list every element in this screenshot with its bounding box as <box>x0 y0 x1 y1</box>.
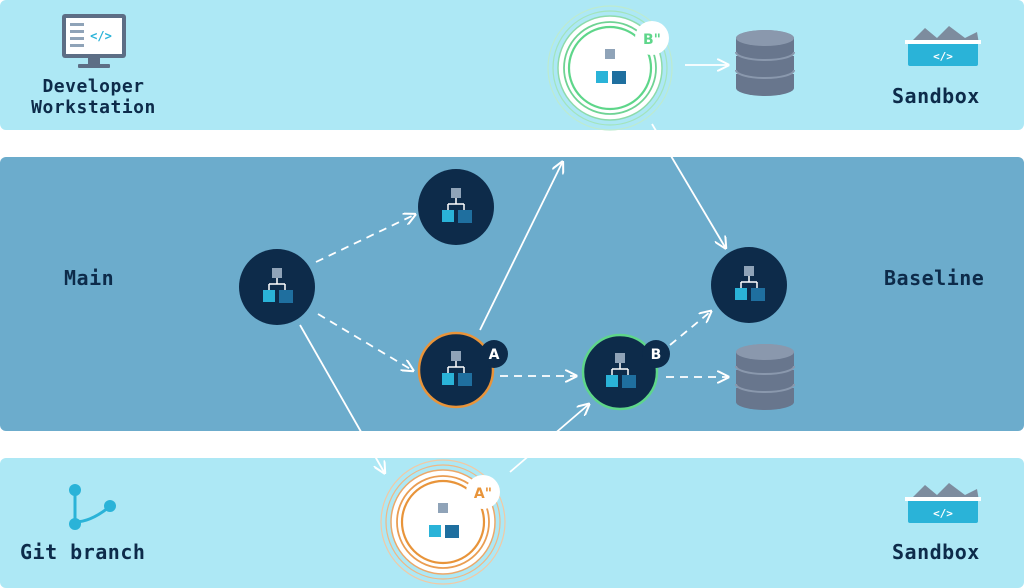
main-node <box>239 249 315 325</box>
branch-node <box>418 169 494 245</box>
baseline-label: Baseline <box>884 266 985 290</box>
computer-code-icon: </> <box>62 14 126 68</box>
sandbox-code-icon <box>905 483 981 523</box>
main-baseline-band <box>0 157 1024 431</box>
developer-workstation-label: Developer Workstation <box>31 76 156 118</box>
workstation-sandbox-band <box>0 0 1024 130</box>
svg-text:</>: </> <box>90 29 112 43</box>
node-b-double-prime: B" <box>547 5 673 131</box>
node-a-double-prime: A" <box>380 459 506 585</box>
git-branch-sandbox-band <box>0 458 1024 588</box>
git-branch-icon <box>69 484 116 530</box>
baseline-node <box>711 247 787 323</box>
database-icon <box>735 29 795 97</box>
badge-b-double-prime: B" <box>643 32 661 48</box>
flow-arrows <box>299 65 727 472</box>
sandbox-label-bottom: Sandbox <box>892 540 980 564</box>
badge-a: A <box>489 347 500 363</box>
sandbox-code-icon <box>905 26 981 66</box>
main-label: Main <box>64 266 115 290</box>
badge-a-double-prime: A" <box>474 486 492 502</box>
database-icon <box>735 343 795 411</box>
git-branch-label: Git branch <box>20 540 146 564</box>
sandbox-label-top: Sandbox <box>892 84 980 108</box>
node-a: A <box>417 331 508 409</box>
node-b: B <box>581 333 670 411</box>
badge-b: B <box>651 347 662 363</box>
